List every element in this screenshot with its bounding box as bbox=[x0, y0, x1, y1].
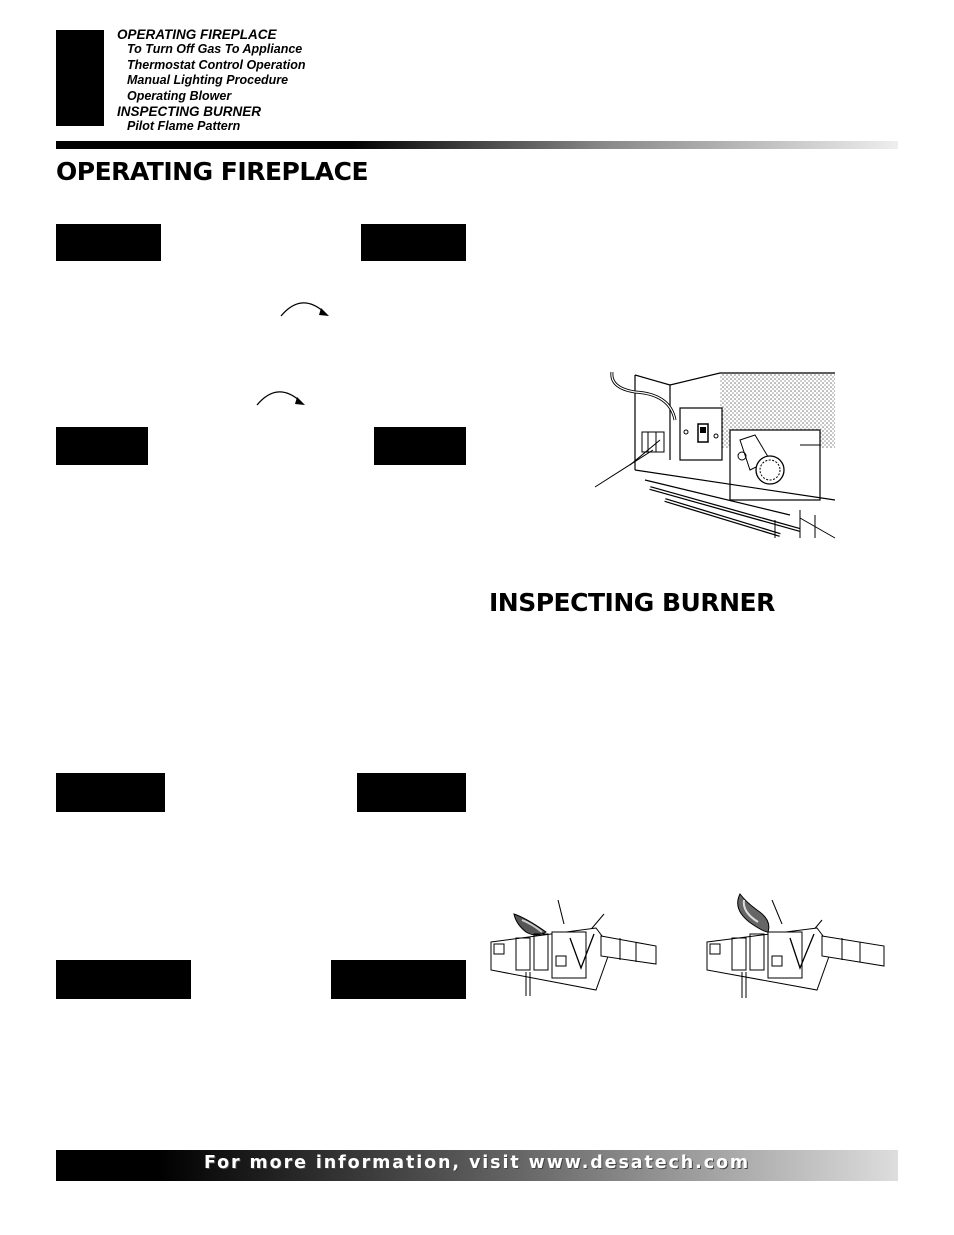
notice-label-block bbox=[331, 960, 466, 999]
toc-item[interactable]: Manual Lighting Procedure bbox=[127, 73, 289, 88]
notice-label-block bbox=[56, 960, 191, 999]
header-rule bbox=[56, 141, 898, 149]
warning-label-block bbox=[361, 224, 466, 261]
heading-operating-fireplace: OPERATING FIREPLACE bbox=[56, 157, 369, 186]
toc-section-operating[interactable]: OPERATING FIREPLACE bbox=[117, 27, 277, 42]
toc-section-inspecting[interactable]: INSPECTING BURNER bbox=[117, 104, 262, 120]
toc-item[interactable]: Thermostat Control Operation bbox=[127, 57, 306, 72]
caution-label-block bbox=[56, 427, 148, 465]
table-of-contents: OPERATING FIREPLACE To Turn Off Gas To A… bbox=[117, 27, 305, 135]
toc-item[interactable]: Pilot Flame Pattern bbox=[127, 119, 241, 134]
pilot-flame-incorrect-illustration bbox=[706, 893, 885, 998]
warning-label-block bbox=[56, 773, 165, 812]
clockwise-arrow-icon bbox=[256, 391, 305, 406]
blower-switch-illustration bbox=[594, 371, 836, 539]
clockwise-arrow-icon bbox=[280, 302, 329, 317]
pilot-flame-correct-illustration bbox=[490, 899, 657, 996]
footer-website-link[interactable]: For more information, visit www.desatech… bbox=[203, 1153, 751, 1173]
footer-bar bbox=[56, 1150, 898, 1181]
heading-inspecting-burner: INSPECTING BURNER bbox=[489, 588, 775, 617]
section-tab bbox=[56, 30, 104, 126]
toc-item[interactable]: Operating Blower bbox=[127, 88, 232, 103]
caution-label-block bbox=[374, 427, 466, 465]
warning-label-block bbox=[56, 224, 161, 261]
toc-item[interactable]: To Turn Off Gas To Appliance bbox=[127, 42, 303, 57]
warning-label-block bbox=[357, 773, 466, 812]
